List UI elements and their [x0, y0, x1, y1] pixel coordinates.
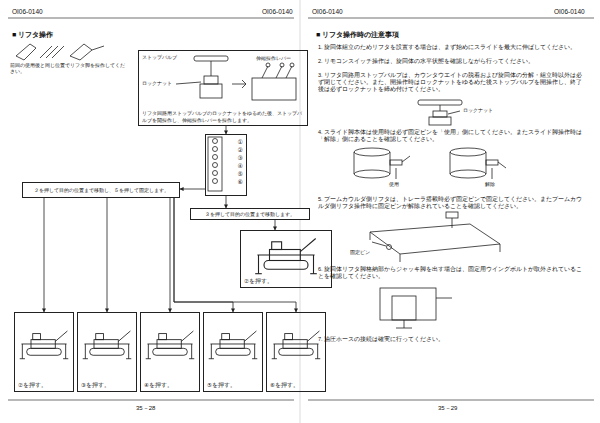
- callout-number: ①: [238, 138, 243, 146]
- process-box: ３を押して目的の位置まで移動します。: [190, 208, 310, 220]
- valve-handle-sketch: [418, 100, 462, 125]
- part-name: 解除: [485, 181, 495, 188]
- flow-arrow: [180, 189, 205, 190]
- stop-valve-sketch: [176, 56, 296, 100]
- illustration-box: ⑤を押す。: [203, 312, 263, 392]
- page-number: 35－28: [136, 405, 155, 413]
- document-number: OI06-0140: [312, 8, 343, 16]
- callout-number: ③: [238, 154, 243, 162]
- box-text: リフタ回路用ストップバルブのロックナットをゆるめた後、ストップバルブを開操作し、…: [142, 110, 304, 123]
- box-text: ③を押す。: [81, 382, 133, 389]
- caution-item: 2. リモコンスイッチ操作は、旋回体の水平状態を確認しながら行ってください。: [318, 58, 586, 65]
- illustration-box: リフタ回路用ストップバルブのロックナットをゆるめた後、ストップバルブを開操作し、…: [138, 50, 308, 126]
- part-name: ロックナット: [463, 107, 493, 114]
- page-rules: [8, 0, 594, 423]
- flow-arrow: [226, 126, 227, 134]
- part-name: 固定ピン: [350, 249, 370, 256]
- illustration-box: ②を押す。: [240, 230, 332, 288]
- flow-arrow: [275, 220, 276, 230]
- flow-arrow: [170, 198, 171, 312]
- callout-number: ②: [238, 146, 243, 154]
- section-heading: ■ リフタ操作時の注意事項: [316, 30, 399, 39]
- callout-number: ⑤: [238, 170, 243, 178]
- flow-arrow: [44, 198, 45, 312]
- box-text: ２を押して目的の位置まで移動し、５を押して固定します。: [26, 187, 176, 194]
- page-number: 35－29: [438, 405, 457, 413]
- caution-item: 5. ブームカウルダ側リフタは、トレーラ搭載時必ず固定ピンで固定してください。ま…: [318, 196, 586, 210]
- box-text: ②を押す。: [18, 382, 70, 389]
- box-text: ⑤を押す。: [207, 382, 259, 389]
- part-name: ストップバルブ: [142, 54, 177, 61]
- callout-number: ⑥: [238, 178, 243, 186]
- control-panel: ①②③④⑤⑥: [205, 134, 247, 196]
- box-text: ⑥を押す。: [270, 382, 322, 389]
- document-number: OI06-0140: [554, 8, 585, 16]
- caution-item: 6. 旋回体リフタ脚格納部からジャッキ脚を出す場合は、固定用ウイングボルトが取外…: [318, 266, 586, 280]
- jack-housing-sketch: [380, 288, 452, 328]
- document-number: OI06-0140: [262, 8, 293, 16]
- flow-arrow: [107, 198, 108, 312]
- flow-arrow: [226, 196, 227, 208]
- control-panel-buttons: [208, 137, 222, 191]
- box-text: ３を押して目的の位置まで移動します。: [194, 211, 306, 218]
- document-number: OI06-0140: [12, 8, 43, 16]
- part-name: 使用: [389, 181, 399, 188]
- box-text: ④を押す。: [144, 382, 196, 389]
- illustration-box: ⑥を押す。: [266, 312, 326, 392]
- note-text: 前回の使用後と同じ位置でリフタ脚を操作してください。: [10, 63, 128, 75]
- illustration-box: ②を押す。: [14, 312, 74, 392]
- caution-item: 7. 油圧ホースの接続は確実に行ってください。: [318, 336, 586, 343]
- slide-leg-pin-sketch: [354, 148, 506, 179]
- illustration-box: ③を押す。: [77, 312, 137, 392]
- hand-lever-sketch: [16, 44, 104, 60]
- section-heading: ■ リフタ操作: [12, 30, 53, 39]
- part-name: ロックナット: [142, 80, 172, 87]
- process-box: ２を押して目的の位置まで移動し、５を押して固定します。: [22, 182, 180, 198]
- callout-number: ④: [238, 162, 243, 170]
- box-text: ②を押す。: [244, 278, 328, 285]
- caution-item: 4. スライド脚本体は使用時は必ず固定ピンを「使用」側にしてください。またスライ…: [318, 129, 586, 143]
- caution-item: 3. リフタ回路用ストップバルブは、カウンタウエイトの脱着および旋回体の分解・組…: [318, 72, 586, 93]
- caution-item: 1. 旋回体組立のためリフタを設置する場合は、まず始めにスライドを最大に伸ばして…: [318, 44, 586, 51]
- illustration-box: ④を押す。: [140, 312, 200, 392]
- boom-lifter-sketch: [370, 212, 500, 262]
- part-name: 伸縮操作レバー: [256, 55, 291, 62]
